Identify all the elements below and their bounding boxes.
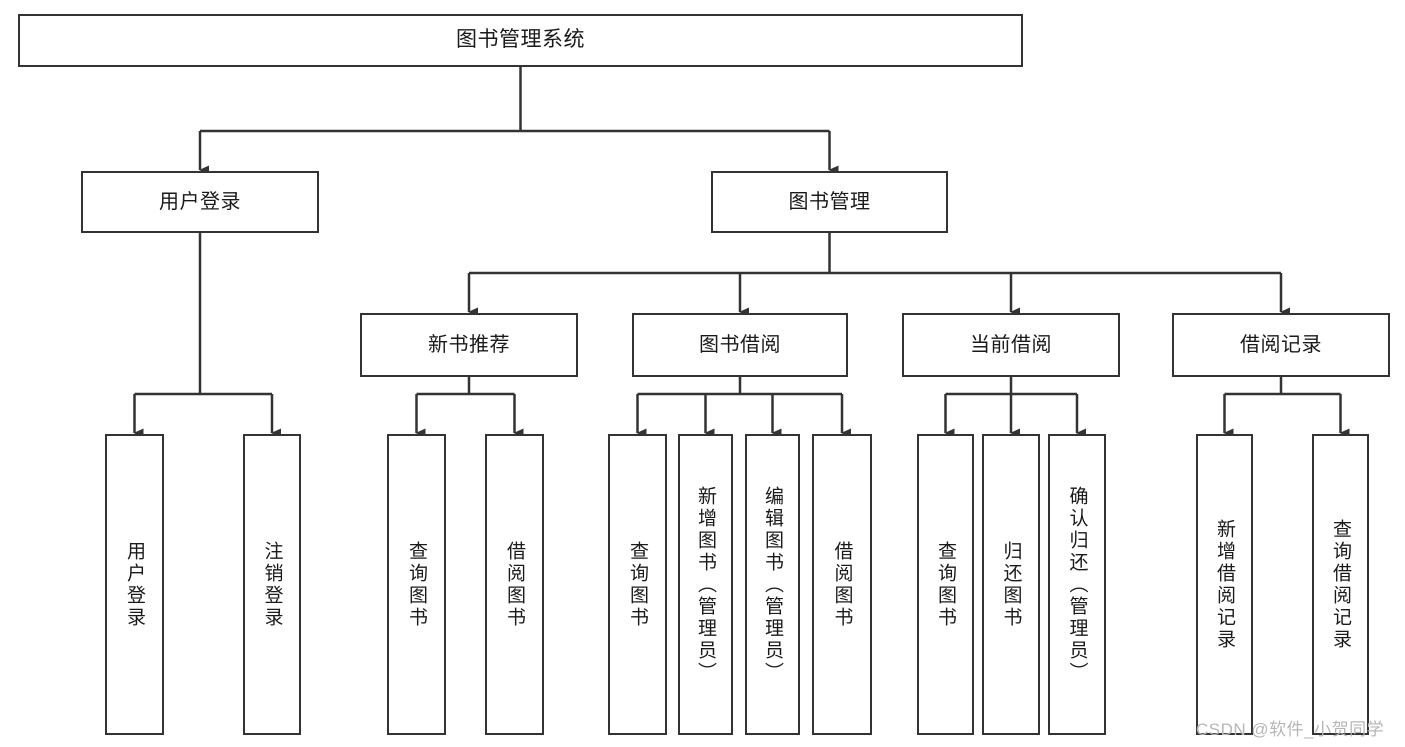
node-label: 新增图书（管理员） <box>695 485 716 684</box>
node-label: 当前借阅 <box>970 333 1052 356</box>
node-leaf-user-logout[interactable]: 注销登录 <box>243 434 301 735</box>
node-leaf-user-login[interactable]: 用户登录 <box>105 434 164 735</box>
node-leaf-cur-return[interactable]: 归还图书 <box>982 434 1040 735</box>
node-label: 编辑图书（管理员） <box>762 485 783 684</box>
node-label: 图书管理系统 <box>456 28 585 52</box>
node-leaf-bor-add[interactable]: 新增图书（管理员） <box>678 434 733 735</box>
node-label: 查询借阅记录 <box>1330 518 1351 651</box>
node-bookmgmt[interactable]: 图书管理 <box>711 171 948 233</box>
node-leaf-cur-query[interactable]: 查询图书 <box>917 434 974 735</box>
node-label: 用户登录 <box>159 190 241 213</box>
node-label: 新增借阅记录 <box>1214 518 1235 651</box>
edge-group <box>133 67 1350 438</box>
node-newbook[interactable]: 新书推荐 <box>360 313 578 377</box>
node-label: 借阅记录 <box>1240 333 1322 356</box>
node-label: 归还图书 <box>1000 540 1022 629</box>
node-leaf-cur-confirm[interactable]: 确认归还（管理员） <box>1048 434 1106 735</box>
node-label: 新书推荐 <box>428 333 510 356</box>
node-leaf-rec-query[interactable]: 查询借阅记录 <box>1312 434 1369 735</box>
node-leaf-bor-lend[interactable]: 借阅图书 <box>812 434 872 735</box>
node-label: 注销登录 <box>261 540 283 629</box>
node-label: 确认归还（管理员） <box>1066 485 1088 684</box>
node-leaf-new-query[interactable]: 查询图书 <box>387 434 446 735</box>
node-login[interactable]: 用户登录 <box>81 171 319 233</box>
node-current[interactable]: 当前借阅 <box>902 313 1120 377</box>
node-label: 查询图书 <box>627 540 648 629</box>
node-label: 图书借阅 <box>699 333 781 356</box>
node-borrow[interactable]: 图书借阅 <box>632 313 848 377</box>
node-label: 用户登录 <box>124 540 145 629</box>
node-label: 查询图书 <box>406 540 427 629</box>
node-label: 借阅图书 <box>504 540 525 629</box>
node-label: 借阅图书 <box>831 540 853 629</box>
node-root[interactable]: 图书管理系统 <box>18 14 1023 67</box>
node-leaf-new-borrow[interactable]: 借阅图书 <box>485 434 544 735</box>
node-label: 查询图书 <box>935 540 956 629</box>
node-leaf-bor-query[interactable]: 查询图书 <box>608 434 667 735</box>
node-records[interactable]: 借阅记录 <box>1172 313 1390 377</box>
node-label: 图书管理 <box>788 190 871 213</box>
node-leaf-rec-add[interactable]: 新增借阅记录 <box>1196 434 1253 735</box>
node-leaf-bor-edit[interactable]: 编辑图书（管理员） <box>745 434 800 735</box>
